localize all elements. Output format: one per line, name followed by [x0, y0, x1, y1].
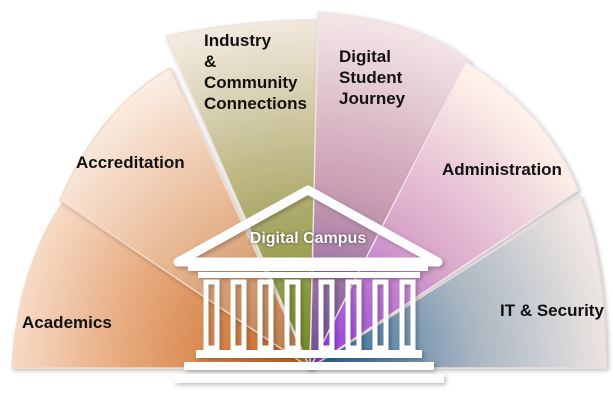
segment-label-industry: Industry & Community Connections: [204, 31, 307, 113]
segment-industry: [164, 19, 321, 369]
segment-label-it-security: IT & Security: [500, 301, 604, 320]
center-label: Digital Campus: [249, 230, 367, 247]
segment-label-administration: Administration: [442, 160, 562, 179]
segment-label-accreditation: Accreditation: [76, 153, 185, 172]
campus-building-icon: [173, 185, 444, 383]
segment-accreditation: [59, 66, 312, 371]
segment-label-academics: Academics: [22, 313, 112, 332]
segment-label-digital-student-journey: Digital Student Journey: [339, 47, 406, 108]
segment-digital-student-journey: [309, 11, 471, 369]
